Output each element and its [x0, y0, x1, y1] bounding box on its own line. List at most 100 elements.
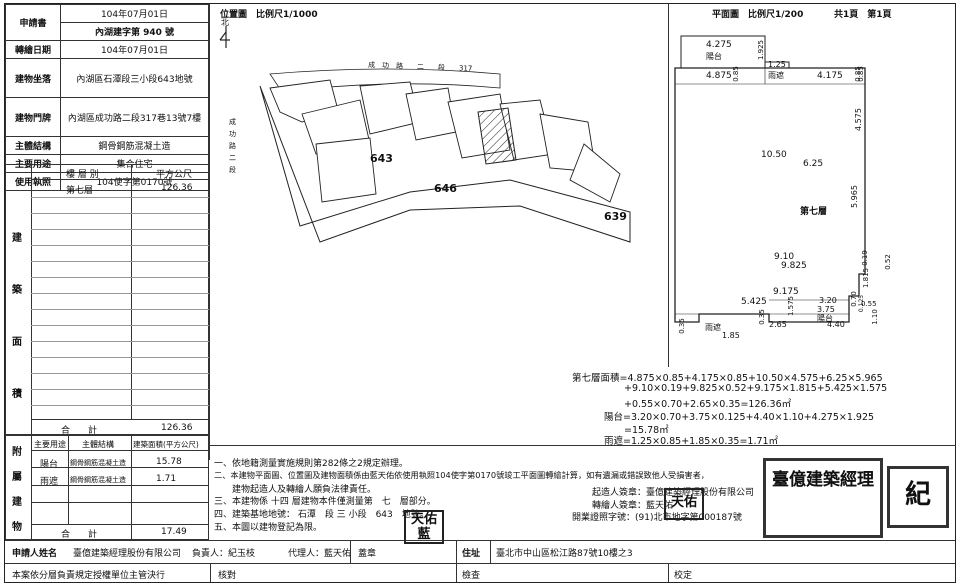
- dim-4575: 4.575: [853, 108, 863, 131]
- location: 內湖區石潭段三小段643地號: [60, 58, 209, 98]
- dim-0125: 0.125: [858, 294, 866, 313]
- formula-line: 第七層面積=4.875×0.85+4.175×0.85+10.50×4.575+…: [572, 373, 883, 384]
- structure: 鋼骨鋼筋混凝土造: [60, 136, 209, 155]
- dim-5965: 5.965: [849, 185, 859, 208]
- table-rule: [31, 357, 209, 358]
- dim-1925: 1.925: [757, 39, 766, 61]
- table-rule: [31, 245, 209, 246]
- table-rule: [31, 293, 209, 294]
- table-rule: [31, 325, 209, 326]
- location-map-title: 位置圖 比例尺1/1000: [220, 10, 318, 20]
- dim-1815: 1.815: [862, 267, 871, 289]
- annex-table: 附屬建物 主要用途 主體結構 建築面積(平方公尺) 陽台 鋼骨鋼筋混凝土造 15…: [5, 435, 209, 540]
- annex-side-label: 附屬建物: [12, 447, 22, 533]
- builder-sign: 起造人簽章：臺億建築經理股份有限公司: [592, 488, 755, 498]
- formula-line: =15.78㎡: [624, 425, 669, 436]
- annex-row-area: 1.71: [156, 474, 177, 484]
- dim-4175: 4.175: [817, 71, 843, 81]
- footer-address: 臺北市中山區松江路87號10樓之3: [496, 549, 633, 559]
- seal-small-stamp: 天佑藍: [404, 510, 444, 544]
- page-count: 共1頁 第1頁: [834, 10, 892, 20]
- floor-plan: [674, 35, 866, 323]
- applicant-label: 申請書: [5, 4, 61, 41]
- dim-1575: 1.575: [787, 295, 796, 317]
- road-left-label: 成 功 路 二 段: [229, 118, 243, 174]
- structure-label: 主體結構: [5, 136, 61, 155]
- annex-col-use: 主要用途: [34, 440, 66, 449]
- annex-col-structure: 主體結構: [82, 440, 114, 449]
- footer-authorization: 本案依分層負責規定授權單位主管決行: [12, 571, 166, 581]
- footer-rep: 負責人：紀玉枝: [192, 549, 256, 559]
- footer-check1: 核對: [218, 571, 237, 581]
- canopy-label-bottom: 雨遮: [705, 323, 721, 332]
- note-2: 二、本建物平面圖、位置圖及建物面積係由藍天佑依使用執照104使字第0170號竣工…: [214, 470, 709, 480]
- dim-110: 1.10: [870, 309, 879, 325]
- header-table: 申請書 104年07月01日 內湖建字第 940 號 轉繪日期 104年07月0…: [5, 4, 209, 191]
- annex-row-area: 15.78: [156, 457, 182, 467]
- application-no: 內湖建字第 940 號: [60, 22, 209, 41]
- survey-sheet: [4, 3, 956, 583]
- north-arrow-icon: [219, 26, 230, 48]
- application-date: 104年07月01日: [60, 4, 209, 23]
- floor-plan-title: 平面圖 比例尺1/200: [712, 10, 804, 20]
- parcel-643: 643: [370, 152, 393, 165]
- building-side-label: 建築面積: [12, 233, 22, 400]
- location-label: 建物坐落: [5, 58, 61, 98]
- col-area: 平方公尺: [156, 170, 193, 180]
- footer-check2: 檢查: [462, 571, 481, 581]
- annex-row-structure: 鋼骨鋼筋混凝土造: [70, 459, 126, 467]
- dim-185: 1.85: [722, 331, 740, 340]
- table-rule: [31, 261, 209, 262]
- footer-address-label: 住址: [462, 549, 481, 559]
- formula-line: 陽台=3.20×0.70+3.75×0.125+4.40×1.10+4.275×…: [604, 412, 875, 423]
- building-total-value: 126.36: [161, 423, 193, 433]
- dim-9825: 9.825: [781, 261, 807, 271]
- annex-total-label: 合 計: [61, 530, 98, 540]
- location-map: [219, 26, 631, 243]
- note-5: 五、本圖以建物登記為限。: [214, 523, 323, 533]
- transfer-date: 104年07月01日: [60, 40, 209, 59]
- annex-row-use: 陽台: [40, 460, 59, 470]
- footer-applicant: 臺億建築經理股份有限公司: [73, 549, 182, 559]
- note-2b: 建物起造人及轉繪人願負法律責任。: [214, 485, 377, 495]
- table-rule: [31, 197, 209, 198]
- dim-035b: 0.35: [677, 318, 686, 334]
- dim-035a: 0.35: [757, 309, 766, 325]
- room-label: 第七層: [800, 207, 828, 217]
- dim-375: 3.75: [817, 305, 835, 314]
- formula-line: +9.10×0.19+9.825×0.52+9.175×1.815+5.425×…: [624, 383, 888, 394]
- rep-seal-stamp: 紀: [887, 466, 949, 528]
- dim-085a: 0.85: [731, 66, 740, 82]
- dim-052: 0.52: [883, 254, 892, 270]
- dim-9175: 9.175: [773, 287, 799, 297]
- dim-070: 0.70: [849, 291, 858, 307]
- table-rule: [31, 277, 209, 278]
- license-no: 開業證照字號：(91)北市地字第000187號: [572, 513, 742, 523]
- dim-125: 1.25: [768, 60, 786, 69]
- table-rule: [31, 373, 209, 374]
- parcel-639: 639: [604, 210, 627, 223]
- permit: 104使字第0170號: [60, 172, 209, 191]
- balcony-label-top: 陽台: [706, 52, 722, 61]
- floor-row-area: 126.36: [161, 183, 193, 193]
- transfer-date-label: 轉繪日期: [5, 40, 61, 59]
- note-1: 一、依地籍測量實施規則第282條之2規定辦理。: [214, 459, 408, 469]
- dim-440: 4.40: [827, 320, 845, 329]
- dim-4875: 4.875: [706, 71, 732, 81]
- dim-085c: 0.85: [856, 66, 865, 82]
- parcel-646: 646: [434, 182, 457, 195]
- floor-row-name: 第七層: [66, 186, 94, 196]
- table-rule: [31, 341, 209, 342]
- note-4: 四、建築基地地號： 石潭 段 三 小段 643 地號。: [214, 510, 429, 520]
- north-label: 北: [221, 18, 229, 27]
- table-rule: [31, 389, 209, 390]
- building-area-table: 建築面積 樓 層 別 平方公尺 第七層 126.36 合 計 126.36: [5, 164, 209, 436]
- dim-625: 6.25: [803, 159, 824, 169]
- company-seal-stamp: 臺億建築經理: [763, 458, 883, 538]
- dim-top-4275: 4.275: [706, 40, 732, 50]
- building-total-label: 合 計: [61, 426, 98, 436]
- address-label: 建物門牌: [5, 97, 61, 137]
- drafter-seal-stamp: 天佑: [664, 488, 704, 520]
- footer-check3: 校定: [674, 571, 693, 581]
- dim-5425: 5.425: [741, 297, 767, 307]
